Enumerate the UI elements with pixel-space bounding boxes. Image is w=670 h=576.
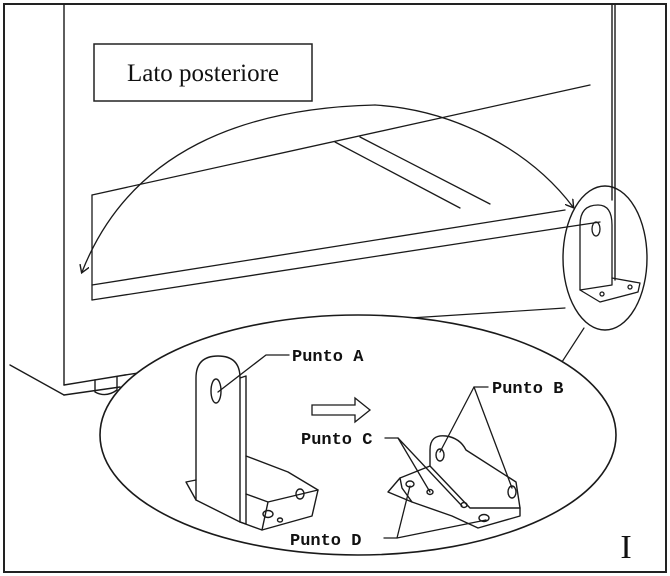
header-label: Lato posteriore: [127, 60, 279, 87]
callout-point-d: Punto D: [290, 532, 361, 551]
figure-frame: [3, 3, 667, 573]
slot-hole-a: [210, 378, 222, 404]
leader-point-d-2: [396, 519, 487, 539]
arrow-right-curve: [374, 104, 573, 207]
arrow-left-curve: [82, 104, 376, 272]
detail-ellipse-small: [562, 185, 648, 331]
callout-point-b: Punto B: [492, 380, 563, 399]
figure-id: I: [620, 529, 631, 566]
leader-point-b-2: [473, 386, 513, 489]
detail-ellipse-large: [99, 314, 617, 556]
callout-point-c: Punto C: [301, 431, 372, 450]
direction-arrow-icon: [311, 396, 372, 424]
leader-point-a: [217, 354, 290, 393]
bracket-original: [185, 355, 319, 531]
detail-leader-left: [409, 307, 566, 319]
detail-leader-right: [559, 327, 585, 366]
callout-point-a: Punto A: [292, 348, 364, 367]
callout-leaders: [217, 354, 513, 539]
small-bracket: [579, 204, 641, 303]
leader-point-c-2: [397, 437, 463, 507]
bottom-cover-plate: [91, 84, 601, 301]
header-label-box: [93, 43, 313, 102]
